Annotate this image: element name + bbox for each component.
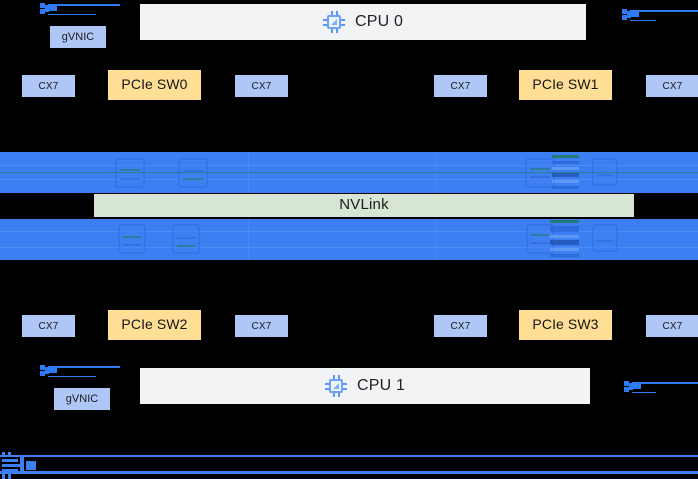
cx7-label: CX7 [251,320,272,332]
cpu-chip-icon [322,11,345,33]
link-line [48,4,120,6]
network-bus-line-top [0,455,698,457]
network-nic-icon [40,364,57,377]
link-line [632,382,698,384]
nic-link-bottom-right [624,380,698,398]
cx7-box-1[interactable]: CX7 [235,75,288,97]
gpu-icon [115,158,145,188]
cx7-box-7[interactable]: CX7 [646,315,698,337]
nic-link-top-left [40,2,160,20]
pcie-sw3-label: PCIe SW3 [532,316,599,333]
pcie-sw2-box[interactable]: PCIe SW2 [108,310,201,340]
cx7-box-3[interactable]: CX7 [646,75,698,97]
gpu-icon [178,158,208,188]
cx7-label: CX7 [662,80,683,92]
link-line [630,10,698,12]
nvlink-box[interactable]: NVLink [94,194,634,217]
link-line-secondary [48,376,96,377]
gvnic-box-top[interactable]: gVNIC [50,26,106,48]
cpu1-label: CPU 1 [356,377,406,395]
gpu-band-upper[interactable] [0,152,698,193]
cpu1-box[interactable]: CPU 1 [140,368,590,404]
network-nic-icon [624,380,641,393]
nic-link-top-right [622,8,698,24]
pcie-sw1-box[interactable]: PCIe SW1 [519,70,612,100]
cx7-box-4[interactable]: CX7 [22,315,75,337]
network-nic-icon [622,8,639,21]
cx7-label: CX7 [38,80,59,92]
gpu-tray-glyph [550,220,579,259]
network-nic-icon [40,2,57,15]
cx7-box-6[interactable]: CX7 [434,315,487,337]
cx7-label: CX7 [38,320,59,332]
cpu0-label: CPU 0 [354,13,404,31]
gpu-icon [525,158,555,188]
nic-link-bottom-left [40,364,160,382]
network-switch-icon [2,452,36,479]
cx7-box-2[interactable]: CX7 [434,75,487,97]
cx7-label: CX7 [251,80,272,92]
gpu-icon [172,224,200,254]
cpu-chip-icon [324,375,347,397]
link-line [48,366,120,368]
cpu0-box[interactable]: CPU 0 [140,4,586,40]
cx7-box-5[interactable]: CX7 [235,315,288,337]
cx7-box-0[interactable]: CX7 [22,75,75,97]
pcie-sw0-label: PCIe SW0 [121,76,188,93]
gvnic-label: gVNIC [65,392,99,405]
cx7-label: CX7 [662,320,683,332]
gvnic-box-bottom[interactable]: gVNIC [54,388,110,410]
gpu-tray-glyph [552,155,579,191]
pcie-sw2-label: PCIe SW2 [121,316,188,333]
gpu-icon [592,224,618,252]
link-line-secondary [48,14,96,15]
pcie-sw3-box[interactable]: PCIe SW3 [519,310,612,340]
link-line-secondary [630,20,656,21]
gpu-icon [526,224,554,254]
cx7-label: CX7 [450,320,471,332]
gpu-band-lower[interactable] [0,219,698,260]
link-line-secondary [632,392,656,393]
gpu-icon [118,224,146,254]
gvnic-label: gVNIC [61,30,95,43]
network-bus-line-bottom [0,471,698,474]
nvlink-label: NVLink [339,196,389,214]
pcie-sw1-label: PCIe SW1 [532,76,599,93]
cx7-label: CX7 [450,80,471,92]
pcie-sw0-box[interactable]: PCIe SW0 [108,70,201,100]
